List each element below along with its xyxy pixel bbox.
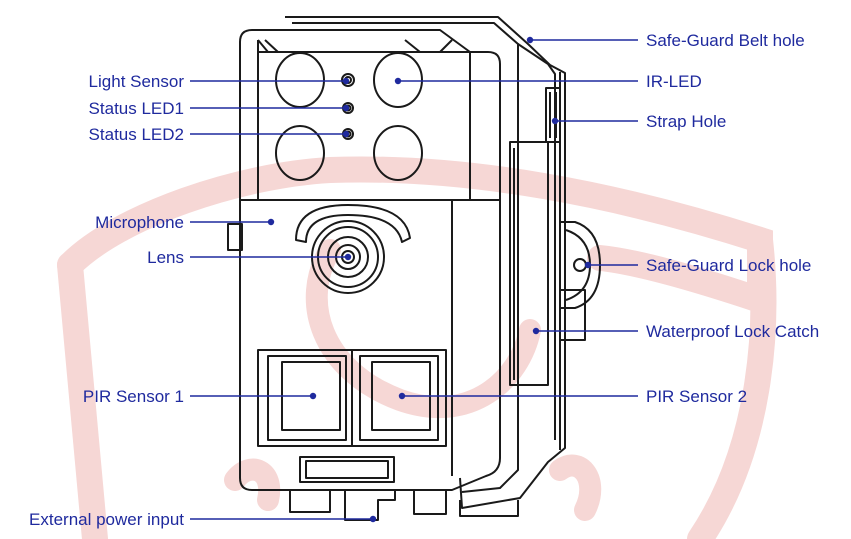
camera-body [227,16,601,521]
dot-external-power-input [369,515,377,523]
dot-safe-guard-lock-hole [584,261,592,269]
dot-status-led2 [342,130,350,138]
label-waterproof-lock-catch: Waterproof Lock Catch [646,322,819,341]
dot-lens [344,253,352,261]
label-external-power-input: External power input [29,510,184,529]
dot-status-led1 [342,104,350,112]
label-strap-hole: Strap Hole [646,112,726,131]
dot-pir-sensor-2 [398,392,406,400]
dot-strap-hole [551,117,559,125]
dot-pir-sensor-1 [309,392,317,400]
label-light-sensor: Light Sensor [89,72,185,91]
label-status-led2: Status LED2 [89,125,184,144]
label-lens: Lens [147,248,184,267]
label-safe-guard-lock-hole: Safe-Guard Lock hole [646,256,811,275]
dot-waterproof-lock-catch [532,327,540,335]
dot-microphone [267,218,275,226]
label-status-led1: Status LED1 [89,99,184,118]
leader-lines [190,39,638,520]
labels: Light Sensor Status LED1 Status LED2 Mic… [29,31,819,529]
dot-ir-led [394,77,402,85]
label-microphone: Microphone [95,213,184,232]
dot-light-sensor [342,77,350,85]
label-pir-sensor-1: PIR Sensor 1 [83,387,184,406]
leader-dots [267,36,592,523]
label-safe-guard-belt-hole: Safe-Guard Belt hole [646,31,805,50]
dot-safe-guard-belt-hole [526,36,534,44]
label-ir-led: IR-LED [646,72,702,91]
label-pir-sensor-2: PIR Sensor 2 [646,387,747,406]
